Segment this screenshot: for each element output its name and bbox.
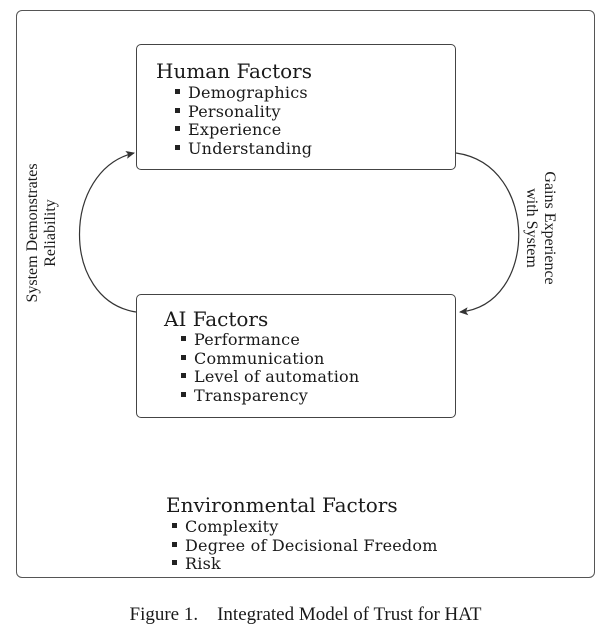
list-item: Risk [172,554,438,574]
figure-caption: Figure 1. Integrated Model of Trust for … [129,604,482,625]
bullet-icon [175,89,180,94]
bullet-icon [181,354,186,360]
environmental-factors-title: Environmental Factors [166,493,398,517]
list-item: Performance [181,330,359,350]
list-item: Experience [175,120,312,140]
left-arrow-label: System Demonstrates Reliability [24,163,59,303]
list-item: Degree of Decisional Freedom [172,536,438,556]
list-item: Communication [181,349,359,369]
bullet-icon [181,336,186,341]
environmental-factors-list: Complexity Degree of Decisional Freedom … [166,517,438,574]
right-arrow-label: Gains Experience with System [523,171,558,285]
list-item: Demographics [175,83,312,103]
bullet-icon [175,126,180,131]
bullet-icon [175,144,180,150]
bullet-icon [181,373,186,378]
bullet-icon [172,523,177,528]
bullet-icon [175,107,180,113]
list-item: Complexity [172,517,438,537]
ai-factors-list: Performance Communication Level of autom… [181,330,359,406]
environment-frame [16,10,595,578]
list-item: Personality [175,102,312,122]
ai-factors-title: AI Factors [164,307,269,331]
human-factors-list: Demographics Personality Experience Unde… [175,83,312,159]
human-factors-title: Human Factors [156,59,312,83]
environmental-factors: Environmental Factors Complexity Degree … [166,494,438,574]
human-factors-box: Human Factors Demographics Personality E… [136,44,456,170]
bullet-icon [172,560,177,565]
list-item: Transparency [181,386,359,406]
list-item: Level of automation [181,367,359,387]
list-item: Understanding [175,139,312,159]
ai-factors-box: AI Factors Performance Communication Lev… [136,294,456,418]
bullet-icon [172,541,177,547]
bullet-icon [181,391,186,397]
